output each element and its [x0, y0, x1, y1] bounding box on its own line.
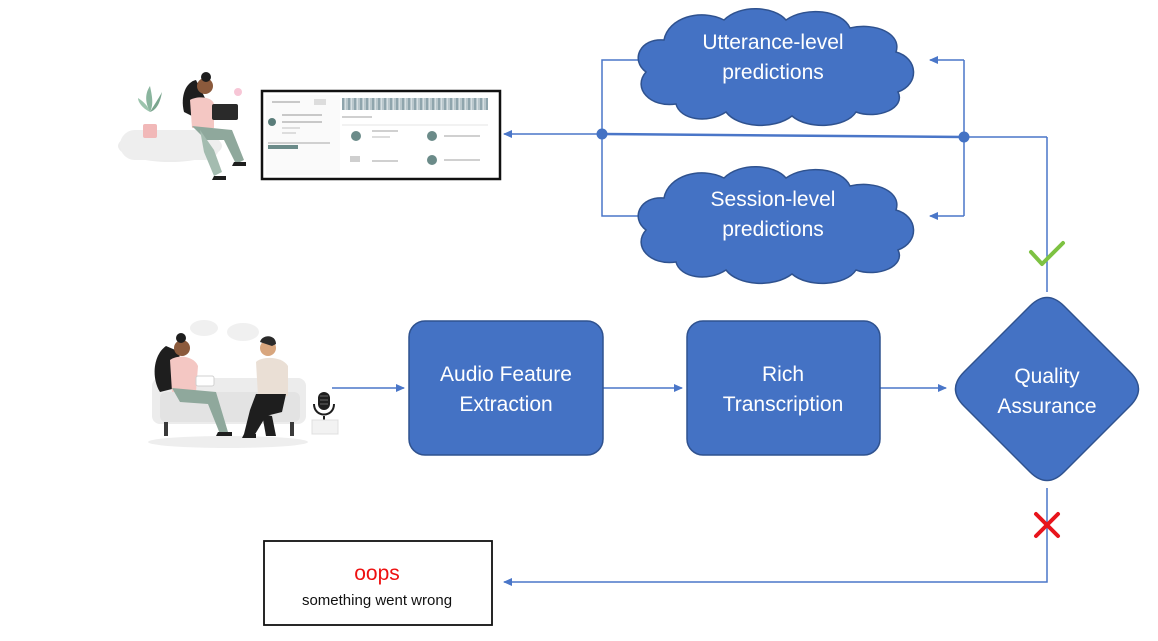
left-junction-dot	[596, 128, 608, 140]
right-junction-dot	[958, 131, 970, 143]
laptop-user-illustration	[118, 72, 246, 180]
quality-assurance-node: Quality Assurance	[954, 296, 1140, 482]
session-label-line2: predictions	[722, 218, 824, 241]
quality-label-line1: Quality	[1014, 365, 1080, 388]
error-message: something went wrong	[302, 592, 452, 609]
session-predictions-cloud: Session-level predictions	[637, 166, 915, 285]
pipeline-arrows	[332, 384, 1048, 586]
quality-label-line2: Assurance	[997, 395, 1096, 418]
utterance-label-line1: Utterance-level	[702, 31, 843, 54]
utterance-label-line2: predictions	[722, 61, 824, 84]
transcription-label-line2: Transcription	[723, 393, 844, 416]
cross-icon	[1034, 512, 1060, 538]
dashboard-thumbnail	[260, 89, 502, 181]
session-label-line1: Session-level	[711, 188, 836, 211]
audio-feature-extraction-node: Audio Feature Extraction	[408, 320, 604, 456]
utterance-predictions-cloud: Utterance-level predictions	[637, 8, 915, 127]
transcription-label-line1: Rich	[762, 363, 804, 386]
feature-extraction-label-line2: Extraction	[459, 393, 552, 416]
interview-illustration	[148, 320, 308, 448]
error-message-box: oops something went wrong	[263, 540, 493, 626]
rich-transcription-node: Rich Transcription	[686, 320, 881, 456]
error-title: oops	[354, 562, 400, 585]
check-icon	[1029, 241, 1065, 266]
feature-extraction-label-line1: Audio Feature	[440, 363, 572, 386]
microphone-icon	[311, 392, 339, 435]
